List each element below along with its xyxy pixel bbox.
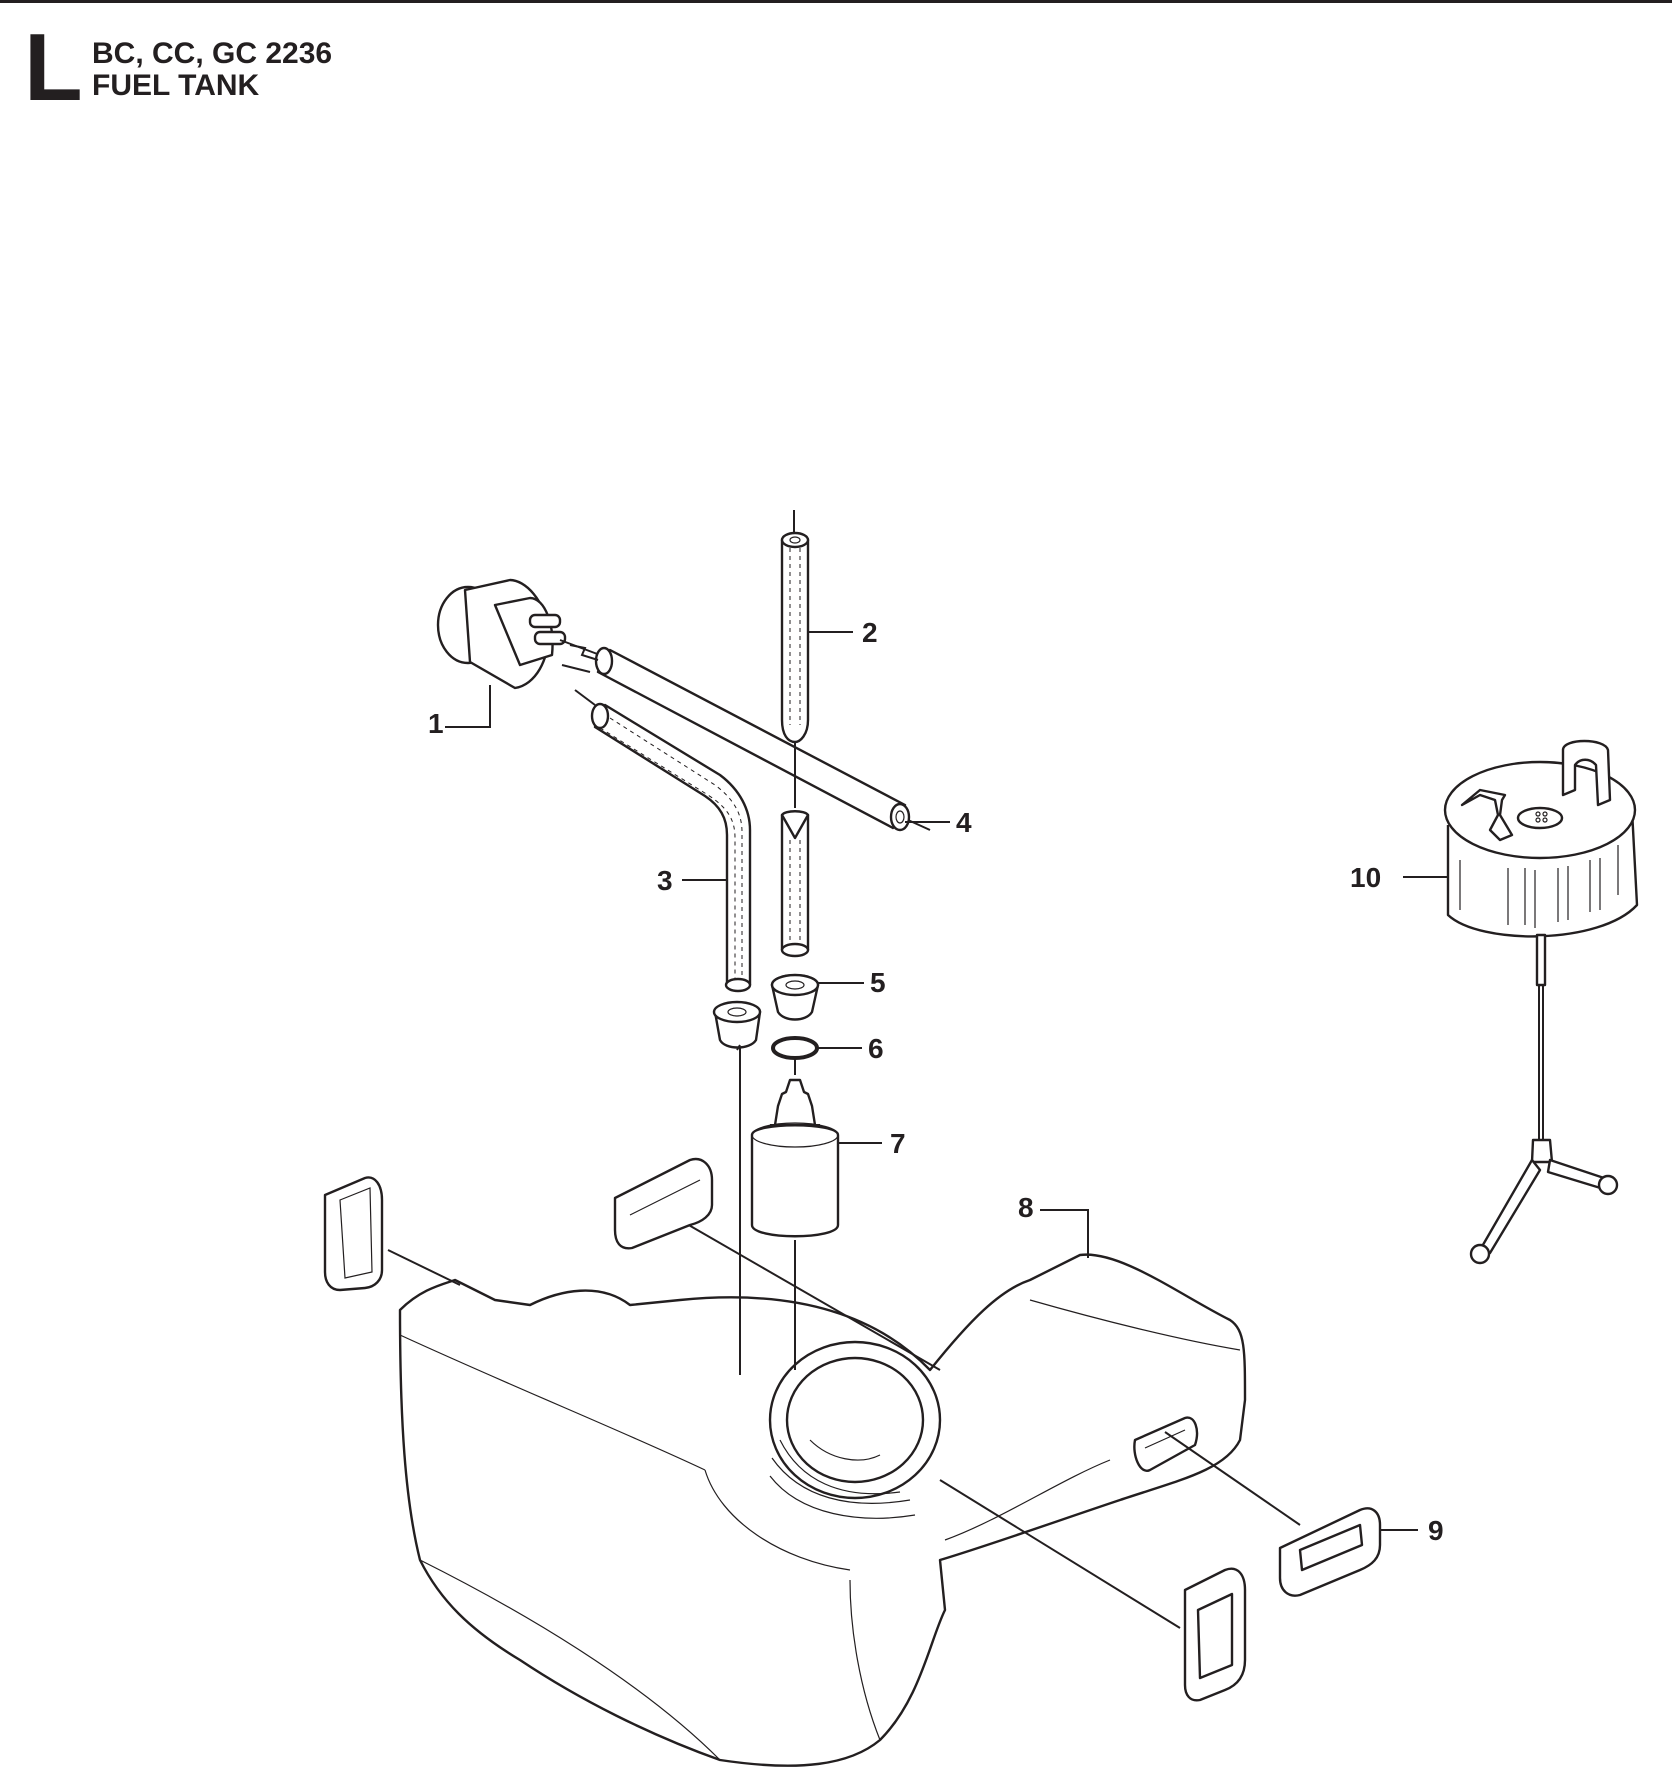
fuel-hose-bent[interactable]: [574, 689, 752, 993]
callout-2: 2: [862, 617, 878, 648]
callout-5: 5: [870, 967, 886, 998]
grommet-left[interactable]: [323, 1176, 384, 1292]
fuel-cap[interactable]: [1443, 739, 1639, 1265]
page-title: FUEL TANK: [92, 69, 260, 102]
hose-grommet-left[interactable]: [712, 1000, 762, 1051]
grommet-center[interactable]: [613, 1157, 714, 1250]
fuel-hose-short[interactable]: [780, 810, 810, 958]
fuel-hose-long[interactable]: [569, 644, 931, 832]
callout-8: 8: [1018, 1192, 1034, 1223]
callout-3: 3: [657, 865, 673, 896]
grommet-bottom[interactable]: [1183, 1567, 1247, 1702]
callout-8-leader: [1040, 1209, 1089, 1258]
callout-10: 10: [1350, 862, 1381, 893]
callout-4: 4: [956, 807, 972, 838]
grommet-right[interactable]: [1278, 1507, 1382, 1597]
fuel-tank[interactable]: [387, 1219, 1301, 1767]
callout-1: 1: [428, 708, 444, 739]
primer-bulb[interactable]: [436, 578, 601, 690]
fuel-hose-vertical[interactable]: [780, 510, 810, 808]
o-ring[interactable]: [771, 1036, 819, 1075]
callout-1-leader: [445, 685, 491, 728]
callout-6: 6: [868, 1033, 884, 1064]
section-letter: L: [24, 14, 83, 121]
top-rule: [0, 0, 1672, 3]
hose-grommet-right[interactable]: [770, 973, 820, 1021]
callout-7: 7: [890, 1128, 906, 1159]
page-header: BC, CC, GC 2236 FUEL TANK: [92, 38, 332, 102]
callout-9: 9: [1428, 1515, 1444, 1546]
fuel-filter[interactable]: [739, 1048, 840, 1375]
model-list: BC, CC, GC 2236: [92, 37, 333, 70]
